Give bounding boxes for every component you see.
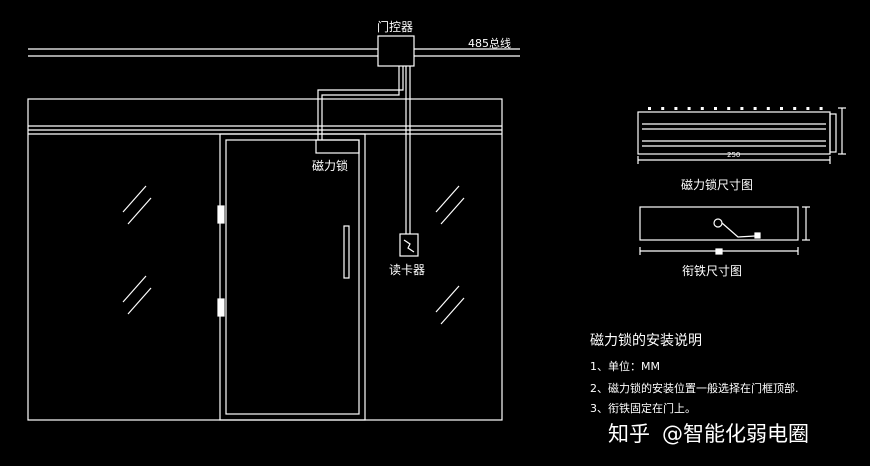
maglock-dim-body	[637, 111, 831, 155]
bolt-dot	[766, 107, 770, 110]
maglock-bolt-dots	[648, 107, 823, 110]
reader-label: 读卡器	[389, 263, 426, 277]
notes-title: 磁力锁的安装说明	[590, 333, 702, 349]
door-leaf-inner	[225, 139, 360, 415]
note-item-3: 3、衔铁固定在门上。	[590, 402, 696, 415]
bolt-dot	[806, 107, 810, 110]
bolt-dot	[753, 107, 757, 110]
bolt-dot	[648, 107, 651, 110]
door-leaf-outer	[219, 133, 366, 421]
controller-label: 门控器	[377, 20, 414, 34]
hinge-bottom	[217, 298, 225, 317]
armature-plate-body	[639, 206, 799, 241]
watermark: 知乎 @智能化弱电圈	[608, 418, 809, 448]
door-frame-outer	[27, 98, 503, 421]
bolt-dot	[687, 107, 691, 110]
wire-outer	[317, 66, 404, 140]
maglock-label: 磁力锁	[312, 159, 349, 173]
bolt-dot	[674, 107, 678, 110]
bolt-dot	[700, 107, 704, 110]
wire-inner	[321, 66, 400, 140]
note-item-1: 1、单位：MM	[590, 360, 660, 373]
door-controller-box	[377, 35, 415, 67]
card-reader-box	[399, 233, 419, 257]
bolt-dot	[661, 107, 665, 110]
bolt-dot	[793, 107, 797, 110]
hinge-top	[217, 205, 225, 224]
maglock-body	[315, 139, 360, 154]
armature-screw	[713, 218, 723, 228]
bolt-dot	[714, 107, 717, 110]
plate-dim-title: 衔铁尺寸图	[682, 264, 743, 278]
door-handle	[343, 225, 350, 279]
bolt-dot	[780, 107, 783, 110]
lock-width-label: 250	[727, 151, 741, 159]
lock-dim-title: 磁力锁尺寸图	[681, 178, 754, 192]
bus-label: 485总线	[468, 37, 511, 50]
watermark-author: @智能化弱电圈	[662, 422, 809, 446]
note-item-2: 2、磁力锁的安装位置一般选择在门框顶部.	[590, 382, 799, 395]
bolt-dot	[819, 107, 823, 110]
bolt-dot	[727, 107, 731, 110]
bolt-dot	[740, 107, 744, 110]
watermark-platform: 知乎	[608, 422, 650, 446]
card-reader-symbol	[403, 239, 415, 253]
